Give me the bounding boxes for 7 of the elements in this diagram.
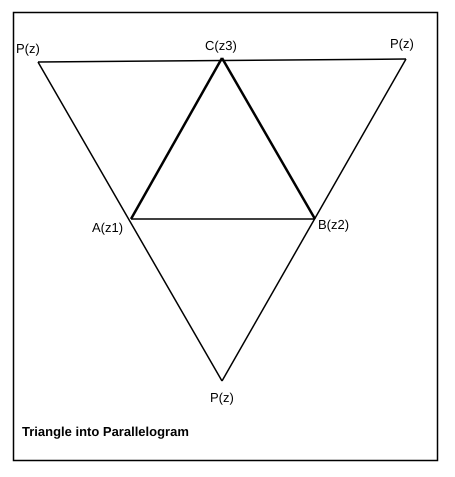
point-label: P(z) — [210, 390, 234, 405]
point-label: A(z1) — [92, 220, 124, 235]
figure-caption: Triangle into Parallelogram — [22, 424, 189, 439]
point-label: B(z2) — [318, 217, 350, 232]
point-label: P(z) — [16, 41, 40, 56]
point-label: C(z3) — [205, 38, 237, 53]
point-label: P(z) — [390, 36, 414, 51]
